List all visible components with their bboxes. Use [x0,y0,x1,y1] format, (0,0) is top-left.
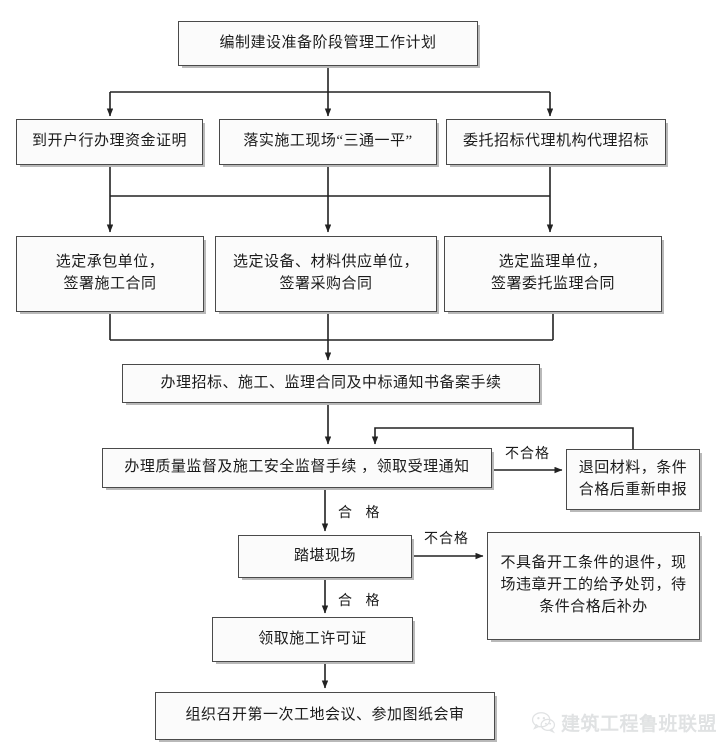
node-supplier[interactable]: 选定设备、材料供应单位， 签署采购合同 [215,236,437,312]
node-penalty-line-3: 条件合格后补办 [539,598,648,615]
wechat-icon [531,711,556,733]
node-supervisor-line-1: 选定监理单位， [498,254,608,271]
node-supervisor-line-2: 签署委托监理合同 [490,276,615,292]
watermark: 建筑工程鲁班联盟 [531,705,717,739]
edge-label-fail-survey: 不合格 [424,532,469,547]
node-contractor-line-1: 选定承包单位， [55,254,165,271]
node-return-material-line-1: 退回材料，条件 [578,459,688,476]
node-plan-line-1: 编制建设准备阶段管理工作计划 [219,34,437,51]
watermark-text: 建筑工程鲁班联盟 [561,712,718,735]
node-first-meeting[interactable]: 组织召开第一次工地会议、参加图纸会审 [155,692,495,740]
node-site-survey[interactable]: 踏堪现场 [238,535,412,578]
node-first-meeting-line-1: 组织召开第一次工地会议、参加图纸会审 [185,707,465,724]
wire-return-feedback [371,427,634,449]
node-return-material-line-2: 合格后重新申报 [578,481,688,498]
node-plan[interactable]: 编制建设准备阶段管理工作计划 [178,21,478,66]
node-supervisor[interactable]: 选定监理单位， 签署委托监理合同 [444,236,662,312]
node-quality-supervision[interactable]: 办理质量监督及施工安全监督手续 ，领取受理通知 [102,448,492,488]
node-bid-agent[interactable]: 委托招标代理机构代理招标 [446,119,666,165]
node-penalty-line-2: 场违章开工的给予处罚，待 [500,577,687,594]
node-supplier-line-2: 签署采购合同 [279,276,373,292]
node-contract-filing[interactable]: 办理招标、施工、监理合同及中标通知书备案手续 [122,364,540,403]
edge-label-pass-survey: 合 格 [338,594,385,609]
node-site-survey-line-1: 踏堪现场 [293,547,356,564]
node-penalty-line-1: 不具备开工条件的退件，现 [500,555,687,572]
node-construction-permit-line-1: 领取施工许可证 [258,630,367,647]
node-penalty[interactable]: 不具备开工条件的退件，现 场违章开工的给予处罚，待 条件合格后补办 [487,532,700,640]
edge-label-fail-quality: 不合格 [505,447,550,462]
node-quality-supervision-line-1: 办理质量监督及施工安全监督手续 ，领取受理通知 [124,459,470,476]
node-contractor-line-2: 签署施工合同 [63,276,157,292]
edge-label-pass-quality: 合 格 [338,506,385,521]
node-contractor[interactable]: 选定承包单位， 签署施工合同 [16,236,204,312]
node-construction-permit[interactable]: 领取施工许可证 [212,617,413,662]
node-return-material[interactable]: 退回材料，条件 合格后重新申报 [566,449,700,510]
node-fund-certificate-line-1: 到开户行办理资金证明 [31,133,187,150]
node-contract-filing-line-1: 办理招标、施工、监理合同及中标通知书备案手续 [160,374,502,391]
node-site-ready-line-1: 落实施工现场“三通一平” [243,133,413,150]
node-fund-certificate[interactable]: 到开户行办理资金证明 [16,119,203,165]
node-supplier-line-1: 选定设备、材料供应单位， [232,254,419,271]
node-site-ready[interactable]: 落实施工现场“三通一平” [219,119,437,165]
node-bid-agent-line-1: 委托招标代理机构代理招标 [462,133,649,150]
